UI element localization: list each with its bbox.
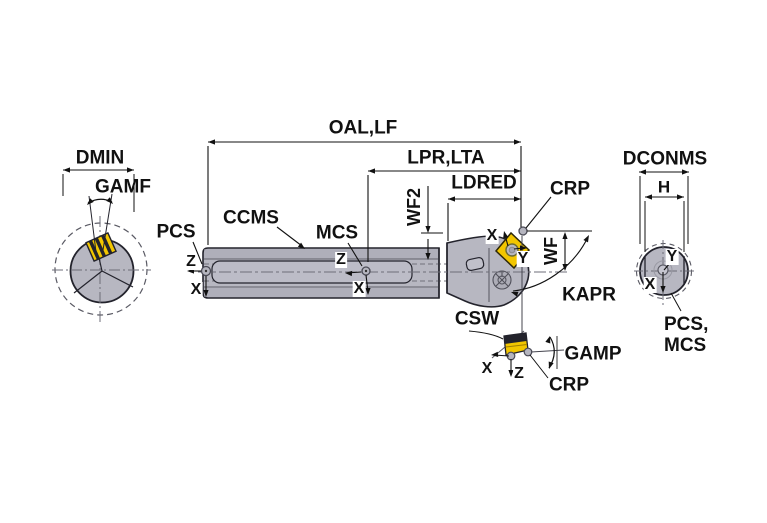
dim-label-lpr: LPR,LTA xyxy=(407,147,485,169)
axis-x-bar-left: X xyxy=(189,281,203,298)
axis-x-bar-mid: X xyxy=(352,280,366,297)
axis-z-bar-mid: Z xyxy=(335,251,347,268)
axis-x-detail: X xyxy=(480,360,494,377)
ccms-label: CCMS xyxy=(223,207,279,229)
axis-z-bar-left: Z xyxy=(185,253,197,270)
dim-label-gamf: GAMF xyxy=(95,176,151,198)
mcs-marker xyxy=(345,266,371,295)
clamp-screw xyxy=(492,270,512,290)
dim-label-wf2: WF2 xyxy=(404,188,424,226)
shank-ref-line2: MCS xyxy=(664,335,707,356)
dim-label-gamp: GAMP xyxy=(564,343,622,365)
dim-label-oal: OAL,LF xyxy=(328,117,398,139)
bar-body xyxy=(202,247,465,299)
shank-ref-label: PCS, MCS xyxy=(664,314,708,356)
crp-label-top: CRP xyxy=(549,178,591,200)
axis-y-shank: Y xyxy=(665,248,679,265)
dim-label-kapr: KAPR xyxy=(562,284,616,306)
axis-y-insert: Y xyxy=(516,250,530,267)
pcs-label: PCS xyxy=(156,221,196,243)
axis-z-detail: Z xyxy=(513,365,525,382)
mcs-label: MCS xyxy=(315,222,359,244)
left-view-insert xyxy=(85,232,117,262)
shank-ref-line1: PCS, xyxy=(664,314,709,335)
dimension-arrowheads xyxy=(208,139,589,297)
dimension-lines xyxy=(192,141,592,292)
left-end-view xyxy=(52,167,151,325)
crp-label-bottom: CRP xyxy=(548,374,590,396)
axis-x-shank: X xyxy=(643,276,657,293)
dim-label-dconms: DCONMS xyxy=(622,148,708,170)
dim-label-dmin: DMIN xyxy=(75,147,125,169)
insert-axes xyxy=(503,231,527,251)
dim-label-wf: WF xyxy=(541,237,561,265)
axis-x-insert: X xyxy=(485,227,499,244)
head-slot xyxy=(465,256,485,272)
dim-label-ldred: LDRED xyxy=(451,172,517,194)
gamp-detail xyxy=(468,330,565,379)
crp-point-top xyxy=(518,226,528,236)
csw-label: CSW xyxy=(454,308,500,330)
dim-label-h: H xyxy=(657,177,671,197)
